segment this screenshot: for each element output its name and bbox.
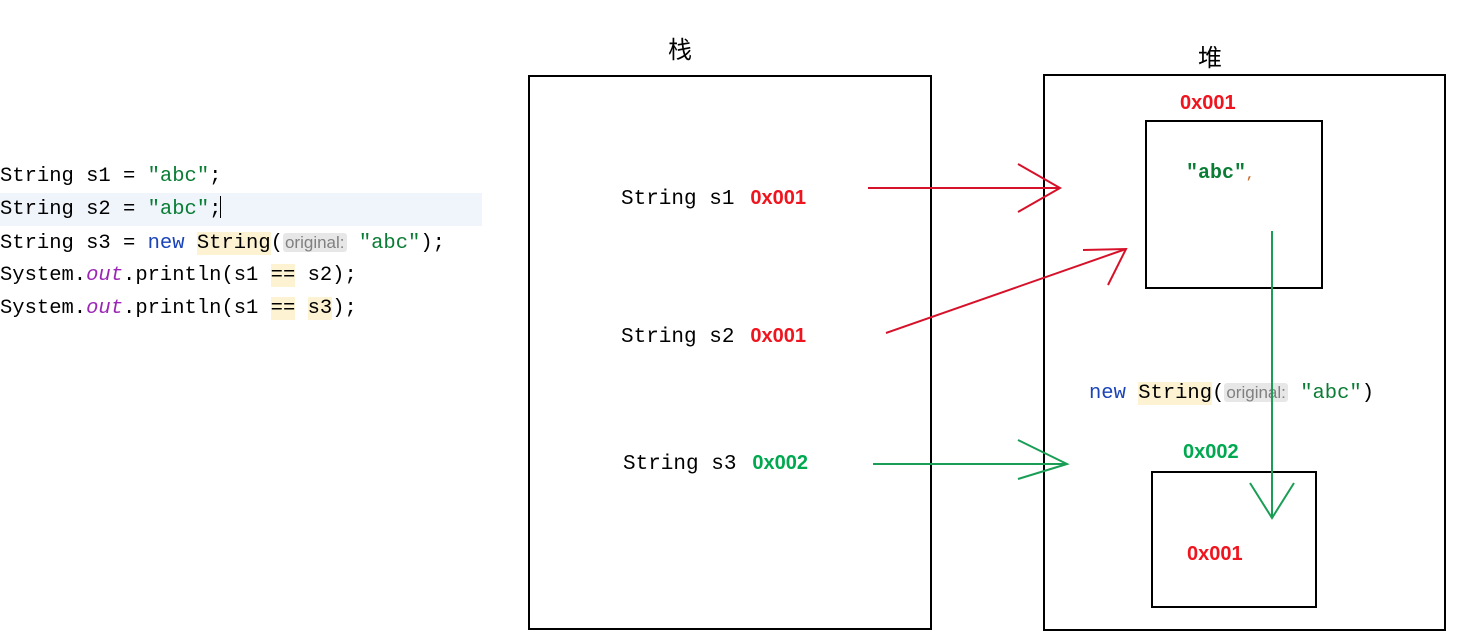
- expr-argument-string: "abc": [1300, 382, 1362, 405]
- code-token-field: out: [86, 297, 124, 320]
- code-token: ;: [209, 165, 222, 188]
- stack-entry-s3: String s3 0x002: [623, 452, 808, 476]
- heap-object-1-value-text: "abc": [1186, 162, 1247, 185]
- heap-object-2-box: [1151, 471, 1317, 608]
- stack-entry-address: 0x001: [750, 325, 807, 347]
- code-token-field: out: [86, 264, 124, 287]
- code-token: .println(s1: [123, 297, 271, 320]
- stack-region-title: 栈: [668, 36, 692, 64]
- code-token-variable-highlight: s3: [307, 297, 333, 320]
- heap-object-2-value: 0x001: [1187, 543, 1243, 565]
- code-token-string: "abc": [147, 165, 210, 188]
- code-token: ;: [209, 198, 222, 221]
- expr-inlay-hint-original: original:: [1224, 383, 1288, 402]
- code-token: );: [420, 232, 445, 255]
- heap-object-2-address: 0x002: [1183, 441, 1239, 463]
- code-line-3: String s3 = new String(original: "abc");: [0, 226, 500, 259]
- expr-open-paren: (: [1212, 382, 1225, 405]
- stack-region-box: [528, 75, 932, 630]
- code-line-5: System.out.println(s1 == s3);: [0, 292, 500, 325]
- code-token: System.: [0, 264, 87, 287]
- code-token-type-highlight: String: [196, 232, 271, 255]
- expr-close-paren: ): [1361, 382, 1375, 405]
- code-token: (: [270, 232, 283, 255]
- heap-new-string-expression: new String(original: "abc"): [1089, 382, 1374, 405]
- heap-object-1-value: "abc",: [1186, 162, 1254, 185]
- stack-entry-address: 0x002: [752, 452, 809, 474]
- code-token-operator-highlight: ==: [270, 264, 296, 287]
- expr-type-string: String: [1138, 382, 1213, 405]
- stack-entry-s2: String s2 0x001: [621, 325, 806, 349]
- heap-object-1-box: [1145, 120, 1323, 289]
- stack-entry-declaration: String s2: [621, 326, 735, 349]
- heap-region-title: 堆: [1198, 44, 1222, 72]
- code-token: .println(s1: [123, 264, 271, 287]
- stray-comma-artifact: ,: [1246, 167, 1254, 182]
- stack-entry-s1: String s1 0x001: [621, 187, 806, 211]
- text-caret: [220, 196, 222, 218]
- inlay-hint-original: original:: [282, 233, 347, 252]
- heap-region-box: [1043, 74, 1446, 631]
- code-token: String s2 =: [0, 198, 148, 221]
- code-token-string: "abc": [358, 232, 421, 255]
- code-token: String s3 =: [0, 232, 148, 255]
- code-line-2-selected[interactable]: String s2 = "abc";: [0, 193, 482, 226]
- code-token-operator-highlight: ==: [270, 297, 296, 320]
- code-snippet-panel: String s1 = "abc"; String s2 = "abc"; St…: [0, 160, 500, 325]
- code-token: System.: [0, 297, 87, 320]
- stack-entry-declaration: String s3: [623, 453, 737, 476]
- code-token: String s1 =: [0, 165, 148, 188]
- code-token: );: [332, 297, 357, 320]
- code-token: s2);: [295, 264, 357, 287]
- stack-entry-address: 0x001: [750, 187, 807, 209]
- expr-keyword-new: new: [1089, 382, 1126, 405]
- code-token-keyword: new: [147, 232, 185, 255]
- heap-object-1-address: 0x001: [1180, 92, 1236, 114]
- stack-entry-declaration: String s1: [621, 188, 735, 211]
- code-token-string: "abc": [147, 198, 210, 221]
- code-line-1: String s1 = "abc";: [0, 160, 500, 193]
- code-line-4: System.out.println(s1 == s2);: [0, 259, 500, 292]
